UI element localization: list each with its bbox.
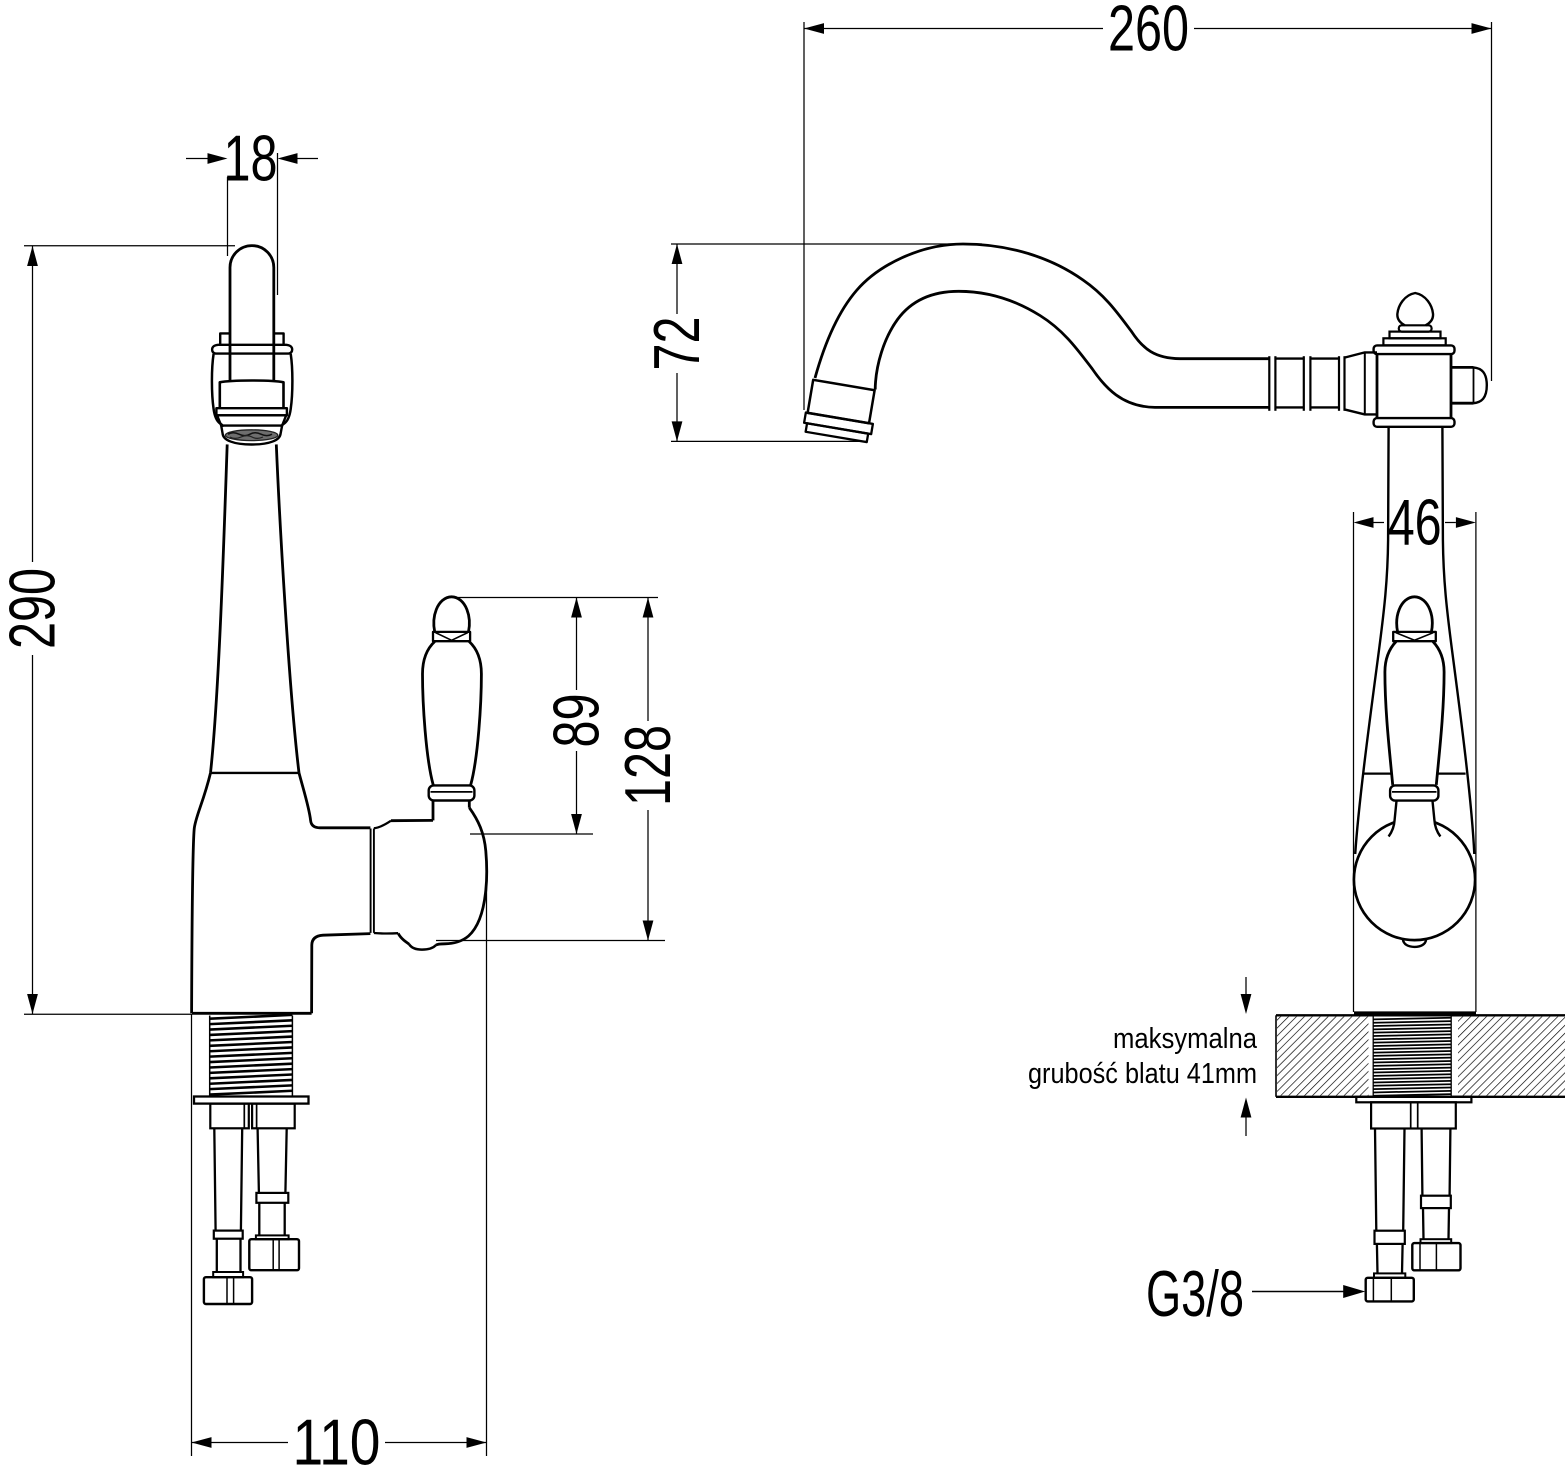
svg-text:260: 260: [1108, 0, 1189, 65]
svg-text:72: 72: [640, 317, 713, 371]
svg-text:110: 110: [293, 1406, 381, 1479]
svg-text:18: 18: [224, 122, 278, 195]
svg-text:G3/8: G3/8: [1146, 1257, 1244, 1330]
svg-text:128: 128: [611, 725, 684, 806]
svg-text:grubość blatu 41mm: grubość blatu 41mm: [1028, 1058, 1257, 1090]
svg-text:290: 290: [0, 568, 69, 649]
svg-text:89: 89: [540, 694, 613, 748]
svg-text:maksymalna: maksymalna: [1113, 1023, 1257, 1055]
svg-text:46: 46: [1388, 486, 1442, 559]
